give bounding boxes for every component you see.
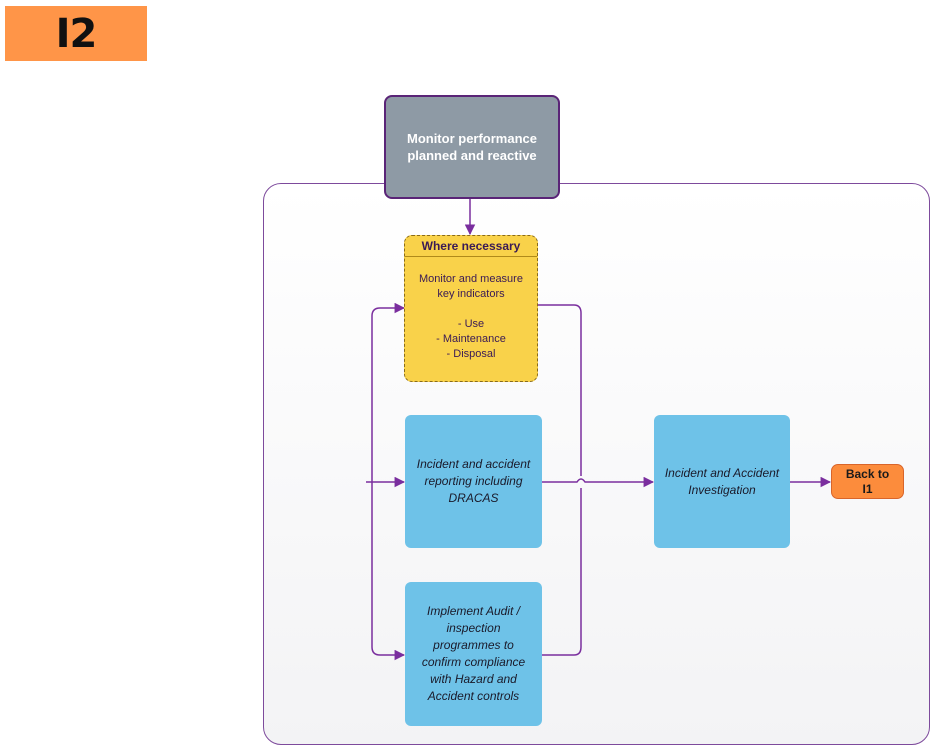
investigation-node: Incident and Accident Investigation [654, 415, 790, 548]
arrow-reporting-to-investigation [542, 476, 655, 488]
back-to-i1-button[interactable]: Back to I1 [831, 464, 904, 499]
incident-reporting-node: Incident and accident reporting includin… [405, 415, 542, 548]
loop-arrow-implement-audit [371, 482, 406, 661]
process-container [263, 183, 930, 745]
loop-arrow-where-necessary [371, 302, 406, 482]
where-necessary-body: Monitor and measure key indicators - Use… [419, 273, 523, 360]
section-badge: I2 [5, 6, 147, 61]
where-necessary-node: Where necessary Monitor and measure key … [404, 235, 538, 382]
implement-audit-node: Implement Audit / inspection programmes … [405, 582, 542, 726]
connector-implement-audit-right [542, 488, 582, 656]
connector-where-necessary-right [538, 304, 582, 476]
monitor-performance-node: Monitor performance planned and reactive [384, 95, 560, 199]
where-necessary-header: Where necessary [405, 236, 537, 257]
